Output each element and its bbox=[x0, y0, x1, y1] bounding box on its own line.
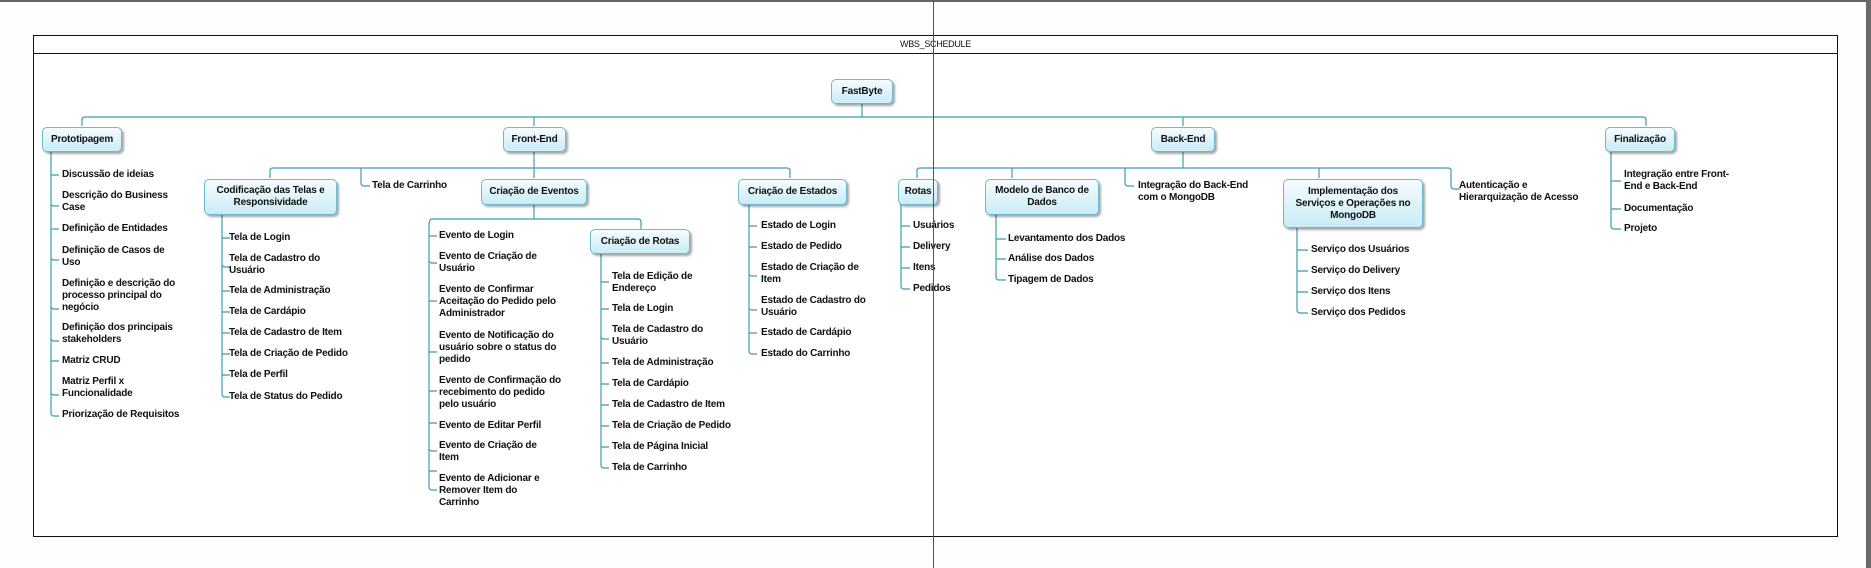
leaf-evento-5: Evento de Editar Perfil bbox=[439, 420, 542, 431]
leaf-evento-2: Evento de Confirmar Aceitação do Pedido … bbox=[439, 284, 556, 319]
leaf-estado-3: Estado de Cadastro do Usuário bbox=[761, 295, 866, 318]
leaf-estado-0: Estado de Login bbox=[761, 220, 836, 231]
leaf-codificacao-2: Tela de Administração bbox=[229, 285, 331, 296]
leaf-estado-4: Estado de Cardápio bbox=[761, 327, 852, 338]
leaf-servico-2: Serviço dos Itens bbox=[1311, 286, 1391, 297]
leaf-rota-5: Tela de Cadastro de Item bbox=[612, 399, 725, 410]
leaf-evento-0: Evento de Login bbox=[439, 230, 514, 241]
leaf-codificacao-5: Tela de Criação de Pedido bbox=[229, 348, 348, 359]
leaf-servico-3: Serviço dos Pedidos bbox=[1311, 307, 1406, 318]
leaf-prototipagem-6: Matriz CRUD bbox=[62, 355, 121, 366]
leaf-prototipagem-2: Definição de Entidades bbox=[62, 223, 168, 234]
node-codificacao-telas[interactable]: Codificação das Telas e Responsividade bbox=[204, 179, 337, 215]
leaf-autenticacao: Autenticação e Hierarquização de Acesso bbox=[1459, 180, 1579, 203]
leaf-rota-6: Tela de Criação de Pedido bbox=[612, 420, 731, 431]
leaf-integracao-mongodb: Integração do Back-End com o MongoDB bbox=[1138, 180, 1249, 203]
leaf-codificacao-6: Tela de Perfil bbox=[229, 369, 288, 380]
node-be-rotas[interactable]: Rotas bbox=[898, 179, 938, 205]
node-back-end[interactable]: Back-End bbox=[1151, 127, 1215, 152]
leaf-tela-carrinho: Tela de Carrinho bbox=[372, 180, 447, 191]
leaf-servico-0: Serviço dos Usuários bbox=[1311, 244, 1410, 255]
vertical-split-line bbox=[933, 0, 934, 568]
leaf-be-rota-1: Delivery bbox=[913, 241, 951, 252]
leaf-rota-7: Tela de Página Inicial bbox=[612, 441, 709, 452]
leaf-modelo-1: Análise dos Dados bbox=[1008, 253, 1095, 264]
leaf-rota-1: Tela de Login bbox=[612, 303, 674, 314]
leaf-evento-1: Evento de Criação de Usuário bbox=[439, 251, 537, 274]
leaf-prototipagem-0: Discussão de ideias bbox=[62, 169, 154, 180]
leaf-prototipagem-4: Definição e descrição do processo princi… bbox=[62, 278, 176, 313]
leaf-modelo-0: Levantamento dos Dados bbox=[1008, 233, 1126, 244]
leaf-prototipagem-1: Descrição do Business Case bbox=[62, 190, 168, 213]
leaf-codificacao-1: Tela de Cadastro do Usuário bbox=[229, 253, 321, 276]
leaf-finalizacao-0: Integração entre Front-End e Back-End bbox=[1624, 169, 1729, 192]
node-criacao-estados[interactable]: Criação de Estados bbox=[738, 179, 847, 205]
frame-title: WBS_SCHEDULE bbox=[34, 36, 1837, 54]
leaf-evento-6: Evento de Criação de Item bbox=[439, 440, 537, 463]
leaf-be-rota-0: Usuários bbox=[913, 220, 973, 232]
leaf-evento-4: Evento de Confirmação do recebimento do … bbox=[439, 375, 561, 410]
leaf-rota-8: Tela de Carrinho bbox=[612, 462, 687, 473]
leaf-codificacao-3: Tela de Cardápio bbox=[229, 306, 306, 317]
leaf-codificacao-4: Tela de Cadastro de Item bbox=[229, 327, 342, 338]
leaf-prototipagem-8: Priorização de Requisitos bbox=[62, 409, 180, 420]
diagram-frame: WBS_SCHEDULE bbox=[33, 35, 1838, 537]
node-modelo-banco[interactable]: Modelo de Banco de Dados bbox=[985, 179, 1099, 215]
leaf-be-rota-2: Itens bbox=[913, 262, 936, 273]
node-prototipagem[interactable]: Prototipagem bbox=[42, 127, 122, 152]
leaf-prototipagem-7: Matriz Perfil x Funcionalidade bbox=[62, 376, 133, 399]
leaf-be-rota-3: Pedidos bbox=[913, 283, 951, 294]
leaf-servico-1: Serviço do Delivery bbox=[1311, 265, 1401, 276]
leaf-finalizacao-2: Projeto bbox=[1624, 223, 1658, 234]
leaf-rota-3: Tela de Administração bbox=[612, 357, 714, 368]
leaf-estado-1: Estado de Pedido bbox=[761, 241, 842, 252]
leaf-codificacao-7: Tela de Status do Pedido bbox=[229, 391, 343, 402]
leaf-evento-7: Evento de Adicionar e Remover Item do Ca… bbox=[439, 473, 540, 508]
leaf-evento-3: Evento de Notificação do usuário sobre o… bbox=[439, 330, 557, 365]
root-node-fastbyte[interactable]: FastByte bbox=[831, 79, 893, 104]
window-top-border bbox=[0, 0, 1871, 2]
node-front-end[interactable]: Front-End bbox=[503, 127, 566, 152]
node-criacao-rotas[interactable]: Criação de Rotas bbox=[590, 229, 690, 254]
node-finalizacao[interactable]: Finalização bbox=[1605, 127, 1675, 152]
leaf-prototipagem-3: Definição de Casos de Uso bbox=[62, 245, 165, 268]
window-right-border bbox=[1866, 0, 1871, 568]
leaf-modelo-2: Tipagem de Dados bbox=[1008, 274, 1094, 285]
leaf-rota-2: Tela de Cadastro do Usuário bbox=[612, 324, 704, 347]
leaf-prototipagem-5: Definição dos principais stakeholders bbox=[62, 322, 173, 345]
leaf-estado-2: Estado de Criação de Item bbox=[761, 262, 859, 285]
node-implementacao-servicos[interactable]: Implementação dos Serviços e Operações n… bbox=[1283, 179, 1423, 228]
leaf-estado-5: Estado do Carrinho bbox=[761, 348, 851, 359]
node-criacao-eventos[interactable]: Criação de Eventos bbox=[481, 179, 587, 205]
leaf-rota-0: Tela de Edição de Endereço bbox=[612, 271, 693, 294]
leaf-codificacao-0: Tela de Login bbox=[229, 232, 291, 243]
leaf-rota-4: Tela de Cardápio bbox=[612, 378, 689, 389]
leaf-finalizacao-1: Documentação bbox=[1624, 203, 1694, 214]
